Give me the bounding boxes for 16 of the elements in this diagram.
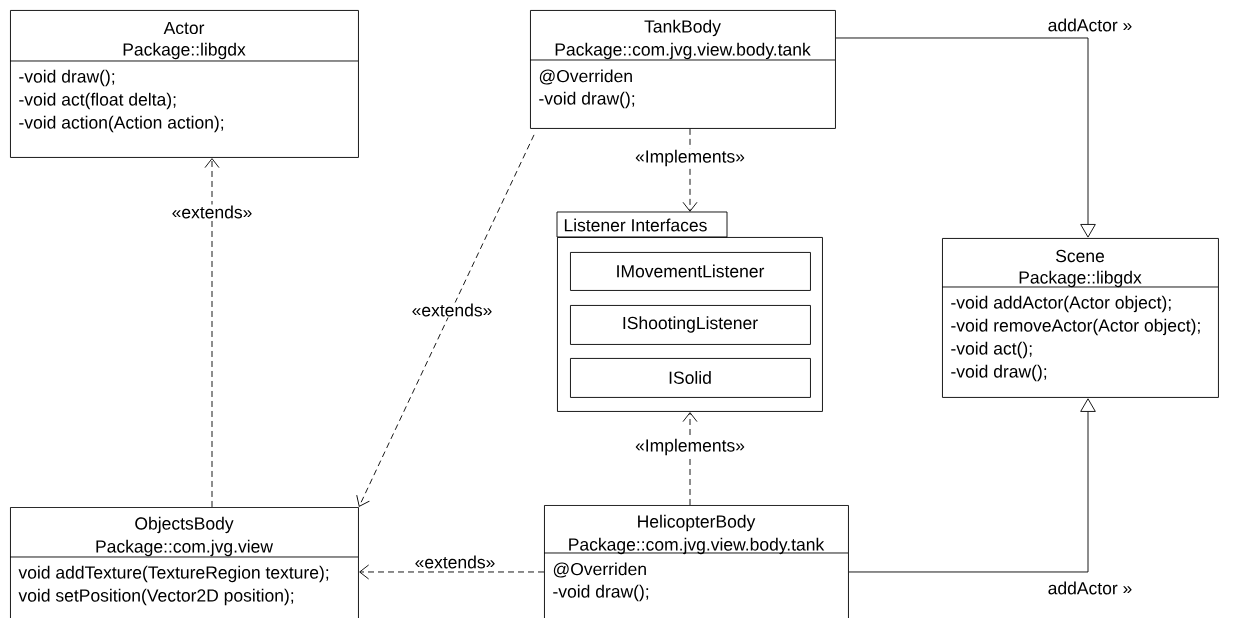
class-box: TankBody Package::com.jvg.view.body.tank @Overriden -void draw(); [529, 10, 836, 129]
class-box: Actor Package::libgdx -void draw(); -void act(float delta); -void action(Action action); [9, 10, 359, 158]
arrow [682, 128, 698, 212]
arrow [835, 37, 1096, 238]
class-box: HelicopterBody Package::com.jvg.view.body.tank @Overriden -void draw(); [543, 505, 849, 618]
interface-box: IShootingListener [570, 305, 811, 345]
class-box: ObjectsBody Package::com.jvg.view void addTexture(TextureRegion texture); void setPosition(Vector2D position); [9, 507, 359, 618]
arrow [356, 134, 535, 507]
interface-box: IMovementListener [570, 252, 811, 291]
interface-box: ISolid [570, 358, 811, 398]
node-label: Listener Interfaces [564, 218, 707, 232]
arrow [848, 398, 1096, 573]
arrow [204, 158, 220, 508]
class-box: Scene Package::libgdx -void addActor(Actor object); -void removeActor(Actor object); -void act(); -void draw(); [941, 238, 1219, 398]
arrow [682, 412, 698, 506]
arrow [359, 564, 545, 580]
